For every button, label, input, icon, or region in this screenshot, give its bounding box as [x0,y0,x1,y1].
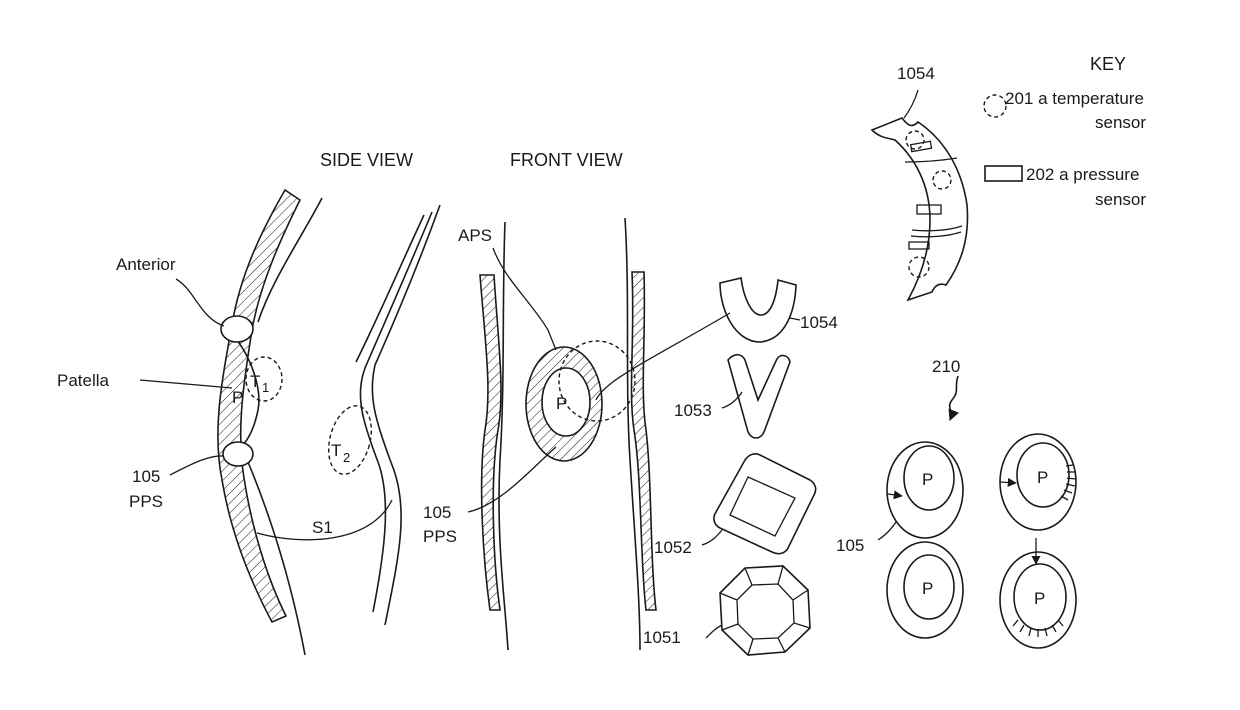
strip-divider-3 [911,232,961,237]
side-t2-subscript: 2 [343,450,350,465]
sensor-strip [872,90,968,300]
state-ring-1-p: P [922,470,933,489]
front-pps-number: 105 [423,503,451,522]
key-temperature-symbol [984,95,1006,117]
shape-octagon [706,566,810,655]
shape-v [722,355,790,438]
side-pps-number: 105 [132,467,160,486]
strip-leader [904,90,918,118]
side-anterior-leader [176,279,224,326]
square-inner [730,477,795,536]
side-anterior-label: Anterior [116,255,176,274]
side-patella-leader [140,380,232,388]
front-skin-left [499,222,508,650]
side-t2-sensor [322,401,379,479]
side-posterior-line-outer [372,205,440,625]
state-ring-label-105: 105 [836,536,864,555]
front-bone-left [480,275,501,610]
side-patella-letter: P [232,388,243,407]
strip-label: 1054 [897,64,935,83]
side-s1-label: S1 [312,518,333,537]
strip-divider-2 [912,226,962,231]
square-outer [714,454,816,554]
front-view-leg [468,218,730,650]
strip-temp-sensor-1 [906,131,924,149]
strip-outline [872,118,968,300]
side-t2-letter: T [331,441,341,460]
front-pps-label: PPS [423,527,457,546]
octagon-label: 1051 [643,628,681,647]
side-posterior-line-inner [360,212,432,612]
shape-u [720,278,800,342]
side-t1-letter: T [250,372,260,391]
state-rings [878,376,1076,648]
key-temperature-line2: sensor [1095,113,1146,132]
shape-square [702,454,816,554]
octagon-leader [706,625,722,638]
state-label-210: 210 [932,357,960,376]
octagon-inner [737,584,794,639]
side-view-leg [140,190,440,655]
strip-temp-sensor-3 [909,257,929,277]
strip-temp-sensor-2 [933,171,951,189]
side-pps-label: PPS [129,492,163,511]
state-210-squiggle [950,376,958,420]
u-shape-label: 1054 [800,313,838,332]
side-anterior-capsule [221,316,253,342]
state-ring-3-p: P [922,579,933,598]
side-pps-capsule [223,442,253,466]
side-t1-subscript: 1 [262,380,269,395]
v-shape-label: 1053 [674,401,712,420]
square-leader [702,530,722,545]
octagon-outer [720,566,810,655]
state-ring-105-leader [878,522,896,540]
side-view-heading: SIDE VIEW [320,150,413,170]
front-bone-right [631,272,656,610]
front-patella-letter: P [556,394,567,413]
v-shape-outline [728,355,790,438]
key-temperature-line1: 201 a temperature [1005,89,1144,108]
state-ring-1-arrow [888,494,902,496]
u-shape-leader [790,318,800,320]
front-to-1054-leader [596,313,730,400]
u-shape-outline [720,278,796,342]
front-aps-leader [493,248,556,350]
key-pressure-symbol [985,166,1022,181]
front-aps-label: APS [458,226,492,245]
key-pressure-line1: 202 a pressure [1026,165,1139,184]
key-heading: KEY [1090,54,1126,74]
state-ring-4-p: P [1034,589,1045,608]
square-label: 1052 [654,538,692,557]
state-ring-2-arrow [1000,482,1016,483]
key-pressure-line2: sensor [1095,190,1146,209]
side-pps-leader [170,456,224,475]
side-patella-label: Patella [57,371,110,390]
strip-pressure-sensor-3 [909,242,929,249]
side-posterior-line-back [356,215,424,362]
front-view-heading: FRONT VIEW [510,150,623,170]
state-ring-2-p: P [1037,468,1048,487]
